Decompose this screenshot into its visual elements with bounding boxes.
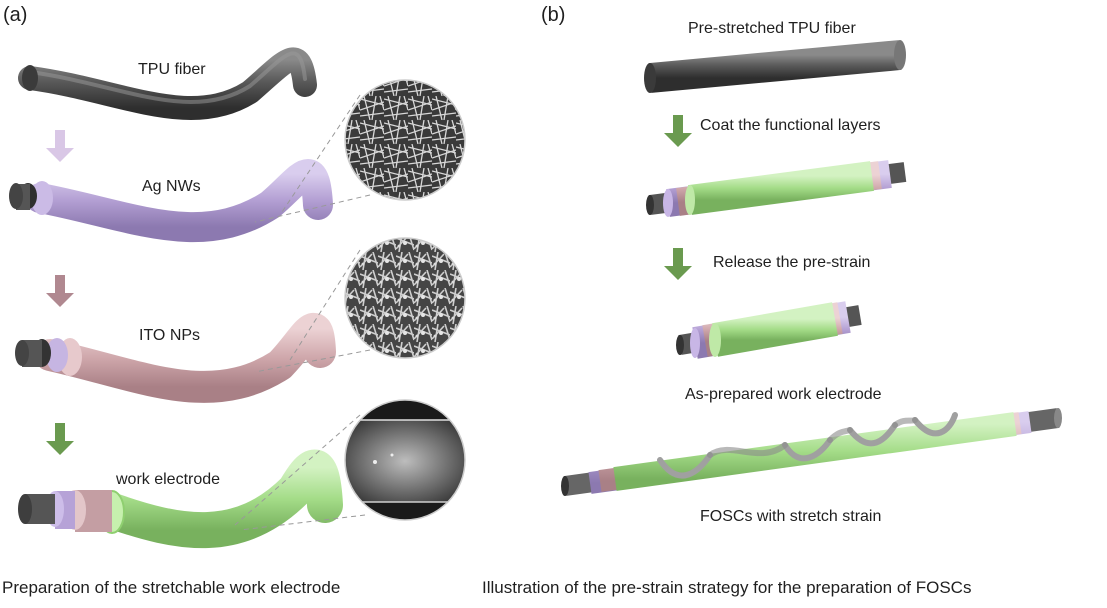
label-foscs-strain: FOSCs with stretch strain	[700, 508, 882, 525]
label-ito-nps: ITO NPs	[139, 327, 201, 344]
panel-b-tag: (b)	[541, 4, 566, 26]
pre-stretched-tpu-fiber-illustration	[644, 40, 906, 93]
arrow-release	[664, 248, 692, 280]
label-pre-stretched: Pre-stretched TPU fiber	[688, 20, 856, 37]
as-prepared-fiber-illustration	[676, 301, 862, 359]
arrow-work	[46, 423, 74, 455]
sem-inset-ag-nws	[254, 79, 466, 223]
arrow-ito	[46, 275, 74, 307]
label-ag-nws: Ag NWs	[142, 178, 201, 195]
label-work-electrode: work electrode	[116, 471, 221, 488]
ag-nws-fiber-illustration	[9, 159, 333, 243]
caption-panel-b: Illustration of the pre-strain strategy …	[482, 578, 972, 597]
work-electrode-fiber-illustration	[18, 449, 343, 549]
foscs-stretched-fiber-illustration	[561, 408, 1062, 496]
coated-fiber-illustration	[646, 160, 907, 217]
label-tpu-fiber: TPU fiber	[138, 61, 206, 78]
arrow-ag	[46, 130, 74, 162]
sem-inset-work-electrode	[234, 399, 466, 531]
label-as-prepared: As-prepared work electrode	[685, 386, 882, 403]
sem-inset-ito-nps	[254, 237, 466, 373]
label-coat-layers: Coat the functional layers	[700, 117, 881, 134]
panel-a-tag: (a)	[3, 4, 28, 26]
arrow-coat	[664, 115, 692, 147]
caption-panel-a: Preparation of the stretchable work elec…	[2, 578, 341, 597]
tpu-fiber-illustration	[18, 47, 317, 120]
ito-nps-fiber-illustration	[15, 312, 336, 403]
label-release-prestrain: Release the pre-strain	[713, 254, 871, 271]
